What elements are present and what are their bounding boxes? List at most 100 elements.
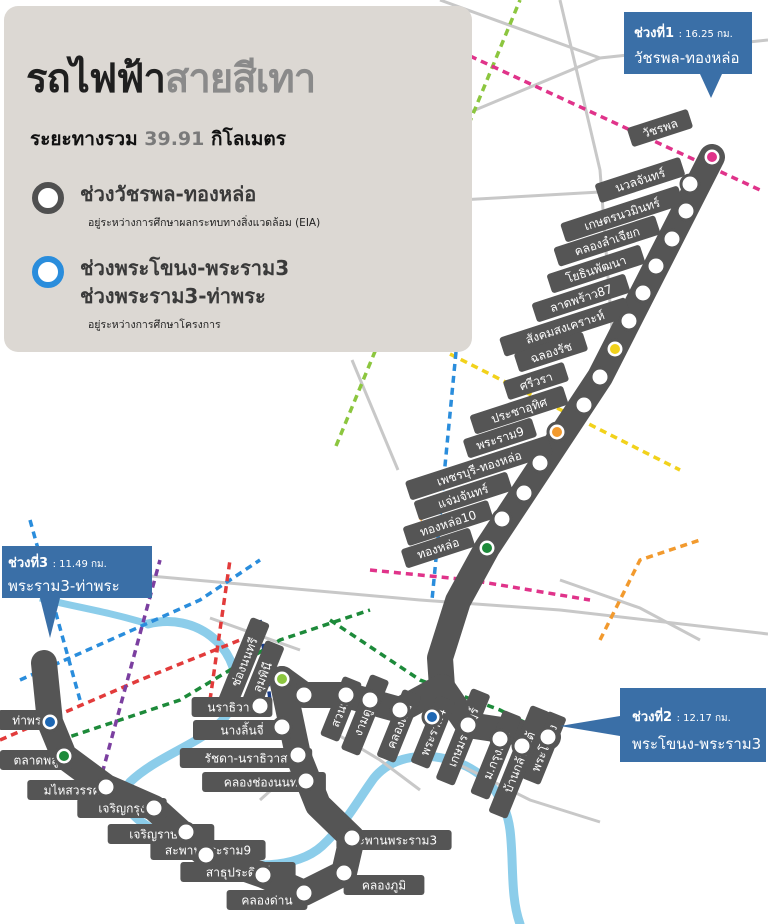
station-name: นางลิ้นจี่ [220, 722, 263, 738]
station-label: เจริญราษฎร์ [107, 824, 215, 844]
section-2-pointer [560, 716, 620, 736]
interchange-marker [45, 717, 55, 727]
station-dot [249, 695, 271, 717]
station-label: คลองด่าน [226, 890, 308, 910]
section-2-length: : 12.17 กม. [676, 713, 731, 724]
legend-eia-label: ช่วงวัชรพล-ทองหล่อ [80, 182, 257, 206]
section-1-callout: ช่วงที่1 : 16.25 กม. วัชรพล-ทองหล่อ [624, 12, 752, 74]
station-label-bg [411, 695, 455, 769]
station-dot [335, 684, 357, 706]
section-3-heading: ช่วงที่3 : 11.49 กม. [8, 552, 107, 573]
station-name: คลองภูมิ [362, 879, 406, 894]
station-label-bg [405, 436, 553, 500]
station-label: สะพานพระราม3 [336, 830, 452, 850]
station-name: คลองด่าน [241, 894, 292, 908]
section-1-length: : 16.25 กม. [678, 29, 733, 40]
station-name: เจริญกรุง [98, 802, 145, 817]
station-label-bg [403, 500, 493, 546]
distance-prefix: ระยะทางรวม [30, 128, 138, 150]
station-label-bg [627, 109, 693, 147]
page-title: รถไฟฟ้าสายสีเทา [26, 46, 316, 110]
section-1-pointer [700, 74, 722, 98]
station-label: มไหสวรรค์ [27, 780, 117, 800]
section-2-name: ช่วงที่2 [632, 710, 673, 725]
station-label-bg [532, 274, 630, 322]
station-dot [645, 255, 667, 277]
station-dot [359, 689, 381, 711]
station-label: นางลิ้นจี่ [193, 720, 291, 740]
legend-study-label-2: ช่วงพระราม3-ท่าพระ [80, 284, 266, 308]
station-name: สะพานพระราม3 [351, 834, 437, 848]
legend-eia-status: อยู่ระหว่างการศึกษาผลกระทบทางสิ่งแวดล้อม… [88, 217, 321, 229]
section-1-heading: ช่วงที่1 : 16.25 กม. [634, 22, 733, 43]
station-label-bg [503, 362, 569, 400]
station-dot [252, 864, 274, 886]
station-dot [537, 726, 559, 748]
station-label-bg [226, 890, 308, 910]
section-3-route: พระราม3-ท่าพระ [8, 577, 120, 595]
station-label: สาธุประดิษฐ์ [180, 862, 296, 882]
station-labels: วัชรพลนวลจันทร์เกษตรนวมินทร์คลองลำเจียกโ… [0, 109, 693, 910]
station-label-bg [470, 710, 522, 800]
station-dot [175, 821, 197, 843]
station-label: วัชรพล [627, 109, 693, 147]
interchange-marker [427, 712, 437, 722]
station-label: คลองภูมิ [343, 875, 425, 895]
station-dot [618, 310, 640, 332]
station-label-bg [179, 748, 313, 768]
station-dot [333, 862, 355, 884]
interchange-marker [59, 751, 69, 761]
station-label-bg [336, 830, 452, 850]
legend-study-marker [32, 256, 64, 288]
station-label-bg [499, 297, 631, 357]
station-label: เจริญกรุง [77, 798, 167, 818]
station-label-bg [436, 688, 490, 786]
station-dot [143, 797, 165, 819]
station-label-bg [193, 720, 291, 740]
station-label-bg [463, 418, 537, 458]
section-3-pointer [40, 598, 60, 638]
station-label-bg [77, 798, 167, 818]
interchange-marker [610, 344, 620, 354]
legend-study-status: อยู่ระหว่างการศึกษาโครงการ [88, 319, 221, 331]
section-2-route: พระโขนง-พระราม3 [632, 735, 762, 753]
interchange-marker [277, 674, 287, 684]
station-label-bg [489, 705, 549, 819]
info-panel: รถไฟฟ้าสายสีเทา ระยะทางรวม 39.91 กิโลเมต… [4, 6, 472, 352]
station-label-bg [595, 157, 685, 203]
station-name: รัชดา-นราธิวาส [205, 752, 289, 766]
station-dot [675, 200, 697, 222]
distance-value: 39.91 [144, 128, 205, 150]
station-dot [679, 173, 701, 195]
station-dot [489, 728, 511, 750]
station-label: ศรีวรา [503, 362, 569, 400]
station-dot [195, 844, 217, 866]
interchange-marker [552, 427, 562, 437]
station-name: นราธิวาส [207, 701, 257, 715]
station-name: มไหสวรรค์ [44, 784, 101, 798]
section-1-route: วัชรพล-ทองหล่อ [634, 49, 740, 67]
station-dot [661, 228, 683, 250]
station-dot [457, 714, 479, 736]
station-markers [39, 146, 723, 904]
legend-eia-marker [32, 182, 64, 214]
station-dot [95, 776, 117, 798]
section-1-name: ช่วงที่1 [634, 26, 675, 41]
section-3-length: : 11.49 กม. [52, 559, 107, 570]
station-label: คลองช่องนนทรี [202, 772, 326, 792]
station-label-bg [470, 386, 568, 434]
station-name: ท่าพระ [12, 714, 47, 728]
station-label-bg [547, 245, 645, 293]
station-label-bg [240, 640, 284, 714]
title-part-1: รถไฟฟ้า [26, 56, 166, 102]
station-label-bg [401, 528, 475, 568]
station-dot [573, 394, 595, 416]
station-label-bg [514, 332, 588, 372]
total-distance: ระยะทางรวม 39.91 กิโลเมตร [30, 124, 286, 154]
interchange-marker [707, 152, 717, 162]
distance-unit: กิโลเมตร [210, 128, 286, 150]
station-label-bg [560, 186, 684, 242]
legend-study-label-1: ช่วงพระโขนง-พระราม3 [80, 256, 290, 280]
section-2-callout: ช่วงที่2 : 12.17 กม. พระโขนง-พระราม3 [620, 688, 766, 762]
station-dot [293, 882, 315, 904]
